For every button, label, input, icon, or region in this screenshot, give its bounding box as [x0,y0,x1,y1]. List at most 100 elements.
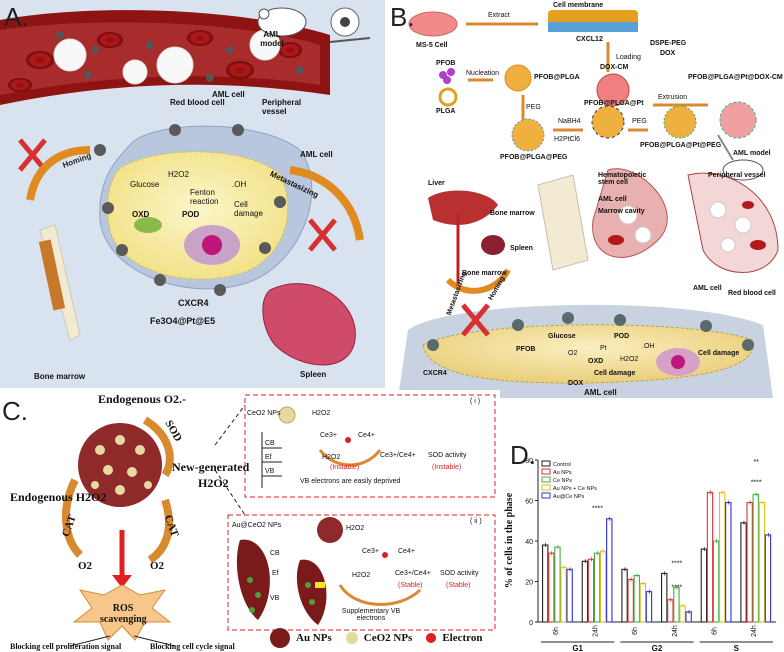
block-cycle-label: Blocking cell cycle signal [150,642,235,651]
y-tick-label: 40 [525,539,533,546]
endo-o2-label: Endogenous O2.- [98,392,187,406]
significance-mark: **** [671,560,682,567]
legend-label: Au NPs [553,470,572,476]
extrusion-label: Extrusion [658,94,688,101]
bar [548,552,555,623]
pt-label: Pt [600,345,607,352]
box-ii-stable2: (Stable) [446,582,471,589]
pfob-plga-label: PFOB@PLGA [534,74,580,81]
box-i-cb: CB [265,440,275,447]
pfob-plga-pt-label: PFOB@PLGA@Pt [584,100,644,107]
loading-label: Loading [616,54,641,61]
nabh4-label: NaBH4 [558,118,581,125]
ceo2-legend-label: CeO2 NPs [363,632,413,644]
pfob-plga-pt-particle [591,105,625,139]
box-ii-h2o2: H2O2 [346,525,365,532]
oh-b-label: .OH [642,343,655,350]
box-i-num: ( i ) [470,398,481,405]
nanoparticles-vessel [56,31,304,82]
marrow-cavity-label: Marrow cavity [598,208,645,215]
ros-starburst [72,584,172,641]
box-ii-vb: VB [270,595,280,602]
bar [621,568,628,623]
bar [554,546,561,623]
oxd-label: OXD [132,210,150,219]
bar [679,605,686,623]
glucose-b-label: Glucose [548,333,576,340]
au-ceo2-icon [317,517,343,543]
aml-cell-vessel-label: AML cell [212,90,245,99]
nanoparticles-b [427,312,754,351]
band-shape-right [296,559,327,625]
peg2-label: PEG [632,118,647,125]
bar [758,501,766,623]
nucleation-label: Nucleation [466,70,500,77]
box-ii-sod: SOD activity [440,570,479,577]
bar [645,591,653,623]
x-tick-label: 6h [553,627,560,635]
pfob-in-label: PFOB [516,346,536,353]
y-tick-label: 60 [525,499,533,506]
sod-arrow [142,416,174,478]
panel-a: A. AML model AML cell Red blood cell Per… [0,0,385,388]
peripheral-vessel-zoom [687,172,779,273]
oxd-b-label: OXD [588,358,604,365]
mouse-icon [257,7,307,37]
panel-c-illustration [61,394,496,647]
panel-c-label: C. [2,396,28,426]
ros-label: ROS scavenging [100,603,147,625]
bar [581,560,589,623]
bar [752,493,759,623]
box-ii-ratio: Ce3+/Ce4+ [395,570,431,577]
o2-left-label: O2 [78,560,93,572]
red-blood-cell-b-label: Red blood cell [728,290,776,297]
bar [712,540,720,623]
box-ii-cb: CB [270,550,280,557]
y-tick-label: 0 [529,620,533,627]
box-ii-au-ceo2: Au@CeO2 NPs [232,522,282,529]
bar [566,568,573,623]
aml-cell-b-label: AML cell [584,388,617,397]
pod-label: POD [182,210,200,219]
box-i-deprived: VB electrons are easily deprived [300,478,401,485]
bar [593,552,601,623]
legend-swatch [541,484,551,491]
final-nanoparticle [719,101,757,139]
bar [661,572,668,623]
x-tick-label: 24h [593,625,600,637]
bar [600,550,607,623]
cat-arrow-right [147,498,173,564]
bar [542,544,549,623]
bar [667,599,674,623]
panel-b: B. MS-5 Cell Extract Cell membrane CXCL1… [388,0,784,398]
new-generated-label: New-generated [172,460,250,474]
endo-h2o2-label: Endogenous H2O2 [10,490,107,504]
red-blood-cell-label: Red blood cell [170,98,225,107]
red-blood-cells [8,30,302,92]
metastasizing-arrow [289,166,364,241]
cell-damage-label: Cell damage [234,200,263,218]
legend-label: Au NPs + Ce NPs [553,486,597,492]
box-ii-supp: Supplementary VB electrons [341,608,401,622]
bar [685,611,692,623]
bar [587,558,595,623]
dox-label: DOX [660,50,676,57]
h2ptcl6-label: H2PtCl6 [554,136,581,143]
liver-icon [428,190,498,225]
o2-right-label: O2 [150,560,165,572]
fenton-label: Fenton reaction [190,188,219,206]
aml-cell-v-label: AML cell [693,285,722,292]
ms5-dish-icon [408,11,458,37]
pfob-label: PFOB [436,60,456,67]
aml-model-label: AML model [260,30,284,48]
cat-arrow-left [61,478,84,558]
spleen-b-label: Spleen [510,245,533,252]
significance-mark: **** [671,585,682,592]
significance-mark: **** [751,479,762,486]
peripheral-vessel-label: Peripheral vessel [262,98,302,116]
aml-cell-label: AML cell [300,150,333,159]
mouse-icon-b [722,159,764,181]
x-tick-label: 6h [632,627,639,635]
box-i-instable2: (Instable) [432,464,462,471]
